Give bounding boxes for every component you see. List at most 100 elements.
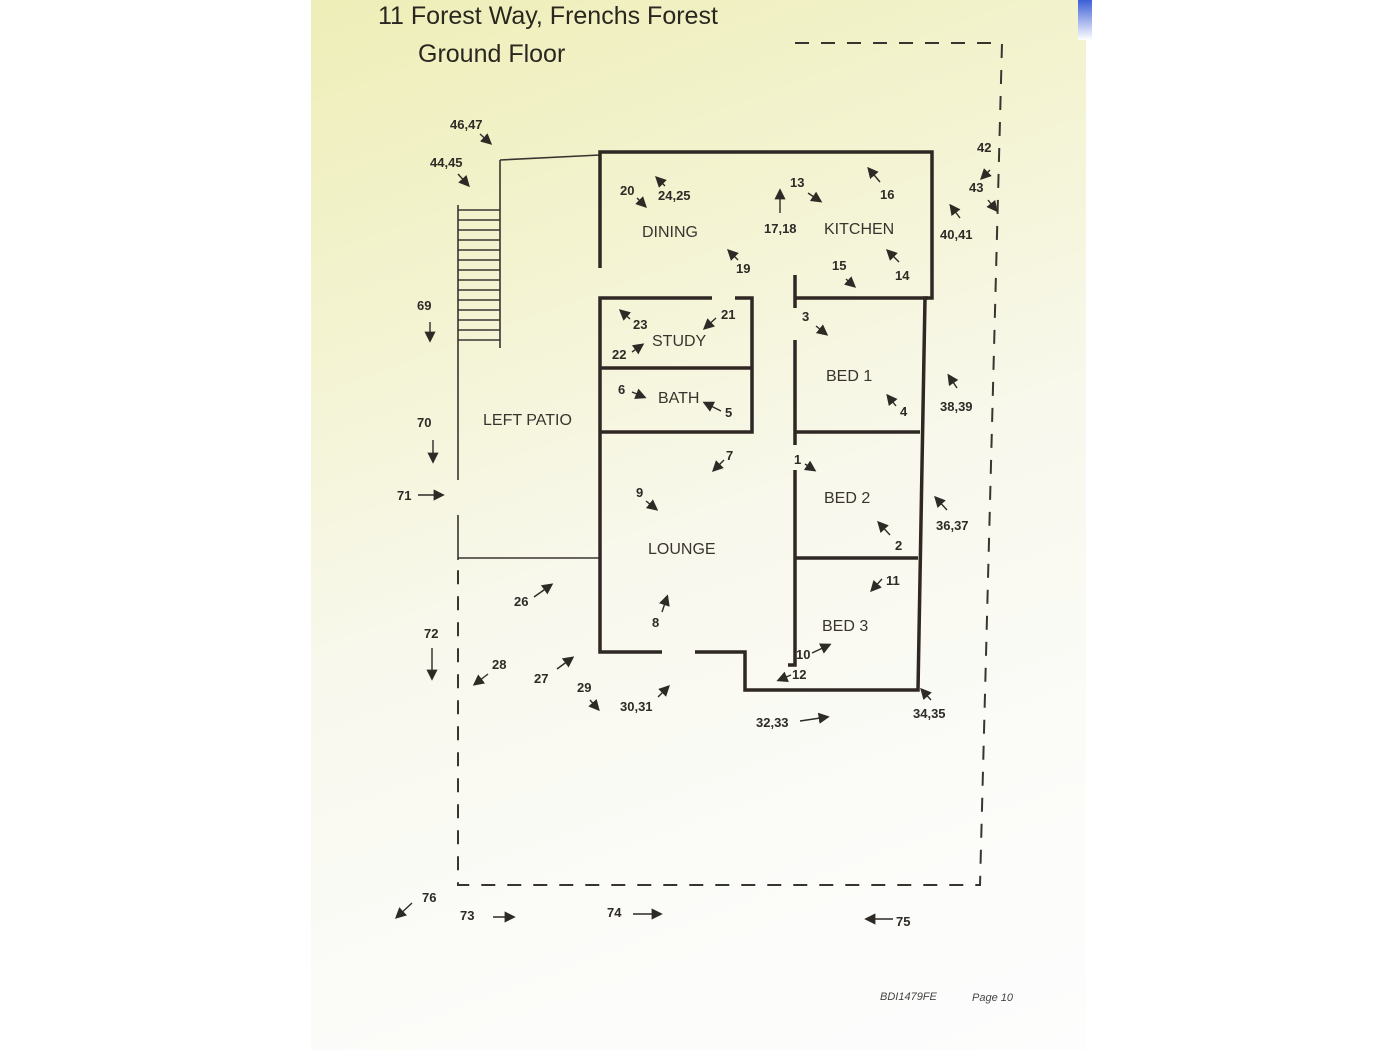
camera-direction-arrow-icon xyxy=(807,191,823,203)
room-study: STUDY xyxy=(652,333,707,350)
camera-direction-arrow-icon xyxy=(947,373,959,389)
marker-label: 7 xyxy=(726,448,733,463)
marker-label: 1 xyxy=(794,452,801,467)
camera-direction-arrow-icon xyxy=(867,166,881,183)
stairs xyxy=(458,209,500,341)
marker-label: 73 xyxy=(460,908,474,923)
camera-direction-arrow-icon xyxy=(776,671,792,682)
marker-label: 36,37 xyxy=(936,518,969,533)
camera-direction-arrow-icon xyxy=(727,249,739,261)
marker-label: 69 xyxy=(417,298,431,313)
camera-direction-arrow-icon xyxy=(920,687,932,701)
camera-direction-arrow-icon xyxy=(659,594,670,613)
marker-label: 15 xyxy=(832,258,846,273)
marker-label: 22 xyxy=(612,347,626,362)
marker-label: 43 xyxy=(969,180,983,195)
marker-label: 6 xyxy=(618,382,625,397)
property-boundary xyxy=(457,42,1004,886)
marker-label: 76 xyxy=(422,890,436,905)
camera-direction-arrow-icon xyxy=(588,699,600,712)
marker-label: 14 xyxy=(895,268,910,283)
camera-direction-arrow-icon xyxy=(457,173,470,188)
room-bath: BATH xyxy=(658,390,699,407)
camera-direction-arrow-icon xyxy=(886,249,900,263)
marker-label: 12 xyxy=(792,667,806,682)
marker-label: 24,25 xyxy=(658,188,691,203)
camera-direction-arrow-icon xyxy=(702,317,717,330)
room-bed2: BED 2 xyxy=(824,490,870,507)
camera-direction-arrow-icon xyxy=(645,499,659,511)
marker-label: 4 xyxy=(900,404,908,419)
camera-direction-arrow-icon xyxy=(815,324,829,336)
marker-label: 29 xyxy=(577,680,591,695)
page-edge xyxy=(1078,0,1092,40)
camera-direction-arrow-icon xyxy=(655,176,667,188)
room-kitchen: KITCHEN xyxy=(824,221,894,238)
marker-label: 26 xyxy=(514,594,528,609)
house-walls xyxy=(598,150,934,692)
camera-direction-arrow-icon xyxy=(811,643,832,654)
camera-direction-arrow-icon xyxy=(799,712,830,724)
marker-label: 20 xyxy=(620,183,634,198)
document-title: 11 Forest Way, Frenchs Forest xyxy=(378,2,718,30)
camera-direction-arrow-icon xyxy=(479,133,493,145)
page-number: Page 10 xyxy=(972,992,1014,1004)
marker-label: 16 xyxy=(880,187,894,202)
camera-direction-arrow-icon xyxy=(472,673,489,686)
camera-direction-arrow-icon xyxy=(533,583,554,598)
camera-direction-arrow-icon xyxy=(556,656,575,670)
marker-label: 30,31 xyxy=(620,699,653,714)
camera-direction-arrow-icon xyxy=(870,578,883,593)
marker-label: 28 xyxy=(492,657,506,672)
camera-direction-arrow-icon xyxy=(986,199,998,213)
camera-direction-arrow-icon xyxy=(712,459,725,472)
floor-title: Ground Floor xyxy=(418,40,565,68)
marker-label: 71 xyxy=(397,488,411,503)
camera-direction-arrow-icon xyxy=(635,196,647,208)
marker-label: 74 xyxy=(607,905,622,920)
marker-label: 9 xyxy=(636,485,643,500)
marker-label: 27 xyxy=(534,671,548,686)
camera-direction-arrow-icon xyxy=(843,276,857,288)
marker-label: 23 xyxy=(633,317,647,332)
camera-direction-arrow-icon xyxy=(631,388,647,399)
room-lounge: LOUNGE xyxy=(648,541,716,558)
camera-direction-arrow-icon xyxy=(949,203,961,219)
patio-outline xyxy=(457,154,601,560)
camera-direction-arrow-icon xyxy=(803,460,817,472)
marker-label: 44,45 xyxy=(430,155,463,170)
marker-label: 72 xyxy=(424,626,438,641)
camera-direction-arrow-icon xyxy=(702,401,722,412)
room-bed3: BED 3 xyxy=(822,618,868,635)
marker-label: 3 xyxy=(802,309,809,324)
marker-label: 34,35 xyxy=(913,706,946,721)
room-bed1: BED 1 xyxy=(826,368,872,385)
marker-label: 75 xyxy=(896,914,910,929)
marker-label: 42 xyxy=(977,140,991,155)
marker-label: 46,47 xyxy=(450,117,483,132)
marker-label: 11 xyxy=(886,573,900,588)
marker-label: 38,39 xyxy=(940,399,973,414)
document-page xyxy=(311,0,1086,1050)
marker-label: 21 xyxy=(721,307,735,322)
camera-direction-arrow-icon xyxy=(657,685,670,698)
room-dining: DINING xyxy=(642,224,698,241)
marker-label: 8 xyxy=(652,615,659,630)
marker-label: 13 xyxy=(790,175,804,190)
camera-direction-arrow-icon xyxy=(886,393,898,407)
marker-label: 10 xyxy=(796,647,810,662)
camera-direction-arrow-icon xyxy=(618,309,631,321)
camera-direction-arrow-icon xyxy=(877,520,891,536)
camera-direction-arrow-icon xyxy=(394,902,413,919)
camera-direction-arrow-icon xyxy=(631,343,645,355)
marker-label: 2 xyxy=(895,538,902,553)
room-left-patio: LEFT PATIO xyxy=(483,412,572,429)
camera-direction-arrow-icon xyxy=(934,495,948,511)
document-code: BDI1479FE xyxy=(880,991,938,1003)
marker-label: 32,33 xyxy=(756,715,789,730)
camera-direction-arrow-icon xyxy=(980,168,992,180)
marker-label: 5 xyxy=(725,405,732,420)
marker-label: 17,18 xyxy=(764,221,797,236)
